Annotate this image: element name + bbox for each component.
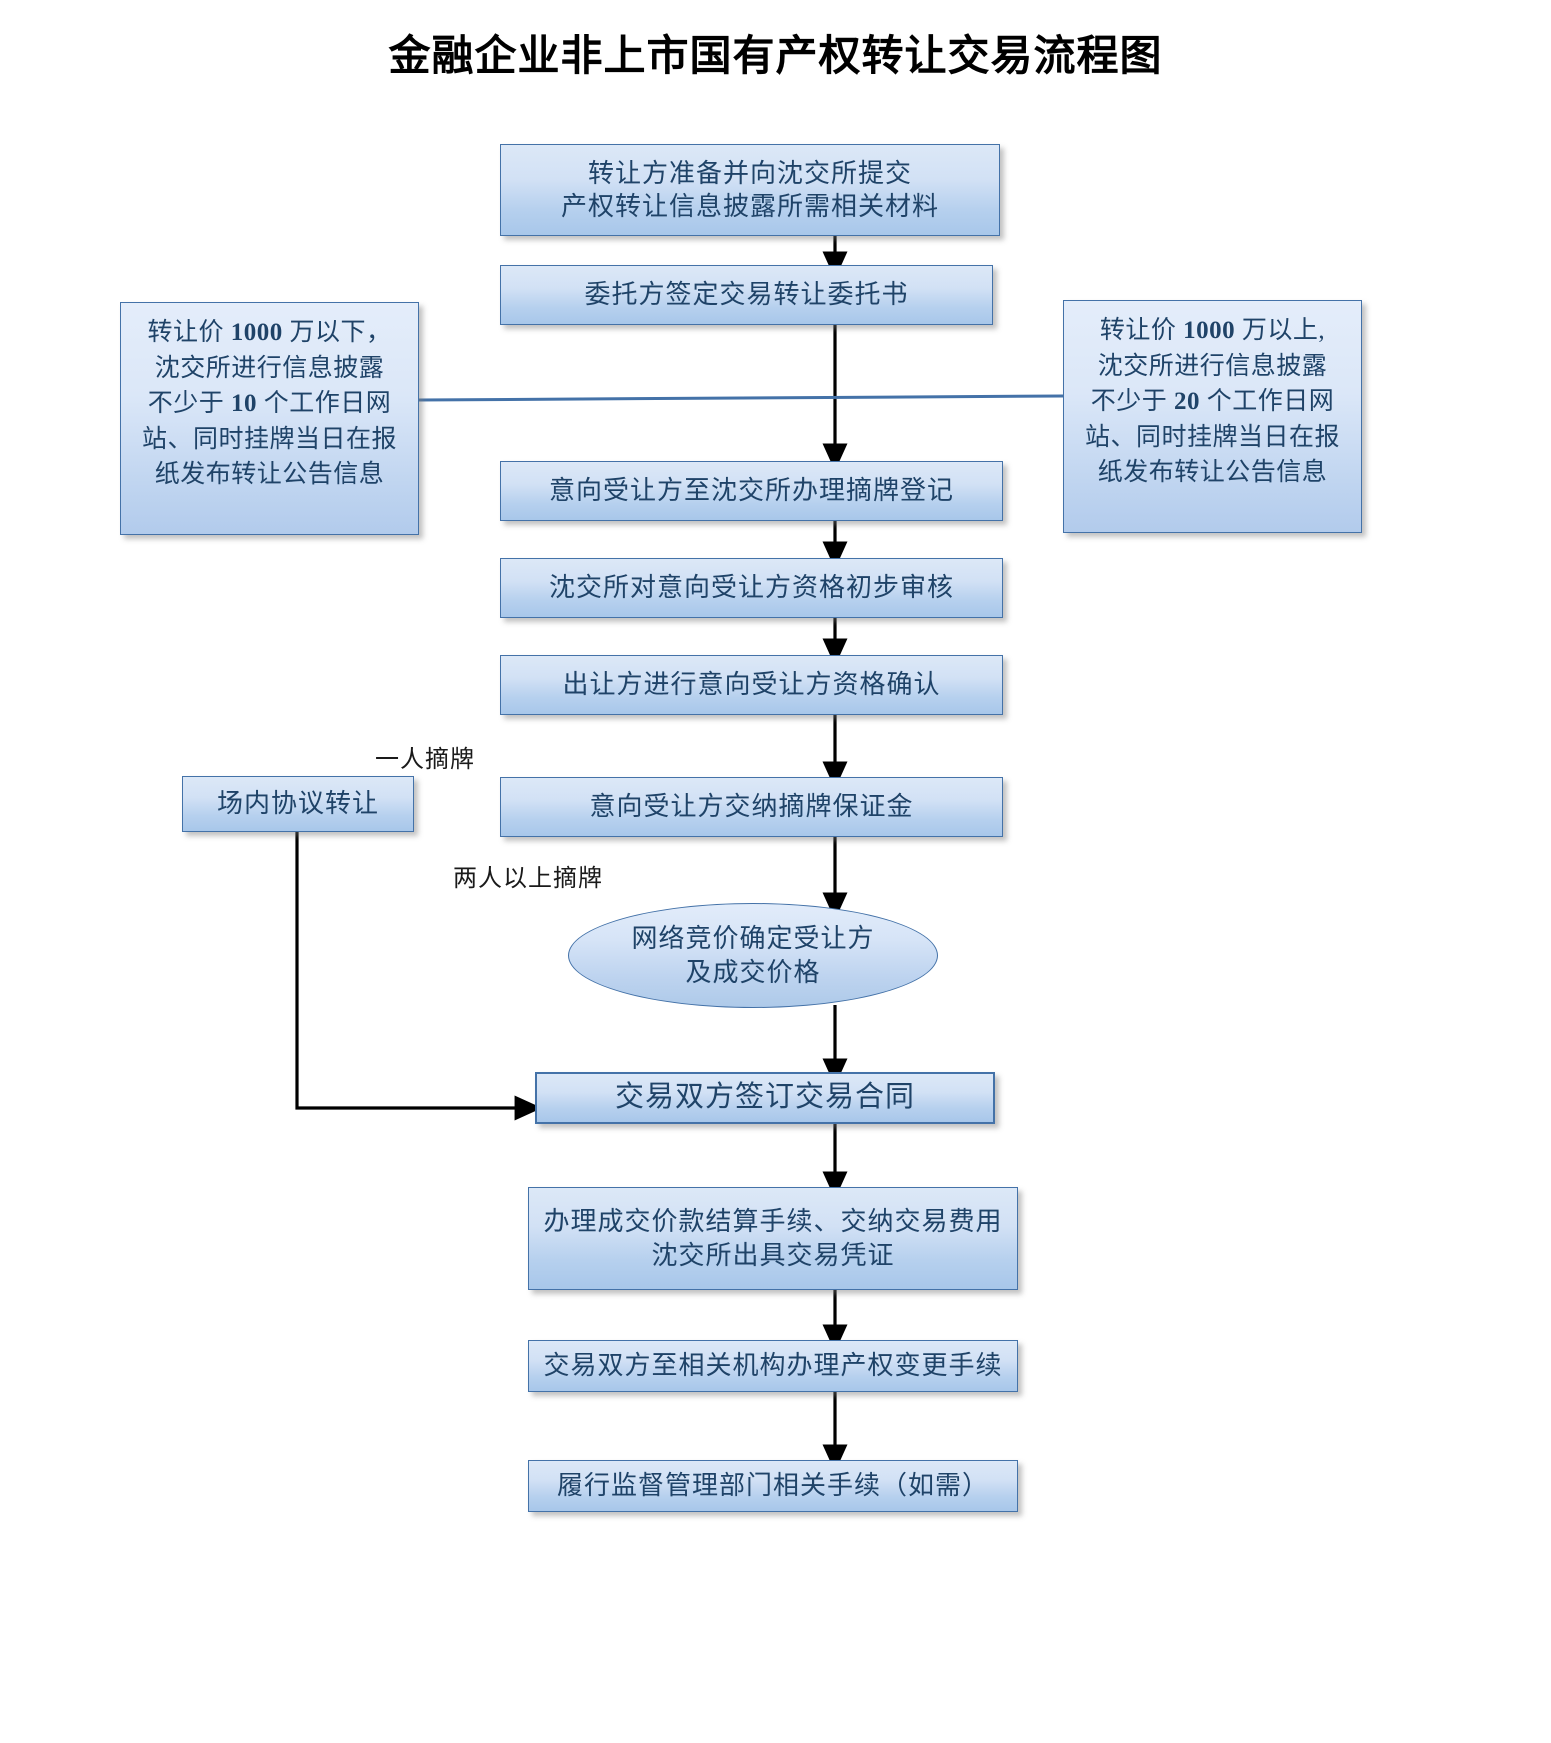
note-text: 个工作日网 bbox=[1200, 388, 1335, 415]
node-line: 网络竞价确定受让方 bbox=[631, 923, 875, 953]
note-line: 不少于 10 个工作日网 bbox=[131, 386, 408, 422]
note-amount: 1000 bbox=[1183, 317, 1236, 344]
note-text: 转让价 bbox=[1099, 317, 1184, 344]
node-line: 出让方进行意向受让方资格确认 bbox=[562, 670, 941, 700]
note-line: 沈交所进行信息披露 bbox=[154, 354, 385, 382]
note-line: 站、同时挂牌当日在报 bbox=[1084, 423, 1340, 451]
node-line: 及成交价格 bbox=[685, 957, 821, 987]
node-delisting-registration[interactable]: 意向受让方至沈交所办理摘牌登记 bbox=[500, 461, 1003, 521]
node-online-bidding-decision[interactable]: 网络竞价确定受让方 及成交价格 bbox=[568, 903, 938, 1008]
node-property-rights-change[interactable]: 交易双方至相关机构办理产权变更手续 bbox=[528, 1340, 1018, 1392]
node-transferor-confirms-qualification[interactable]: 出让方进行意向受让方资格确认 bbox=[500, 655, 1003, 715]
node-line: 委托方签定交易转让委托书 bbox=[584, 280, 909, 310]
node-line: 转让方准备并向沈交所提交 bbox=[587, 158, 912, 188]
node-preliminary-qualification-review[interactable]: 沈交所对意向受让方资格初步审核 bbox=[500, 558, 1003, 618]
node-sign-entrustment[interactable]: 委托方签定交易转让委托书 bbox=[500, 265, 993, 325]
note-text: 不少于 bbox=[147, 390, 231, 417]
note-text: 转让价 bbox=[147, 319, 231, 346]
node-line: 交易双方至相关机构办理产权变更手续 bbox=[543, 1351, 1003, 1381]
note-text: 万以上, bbox=[1235, 317, 1326, 344]
note-connector-line bbox=[418, 394, 1064, 402]
note-disclosure-under-10m[interactable]: 转让价 1000 万以下， 沈交所进行信息披露 不少于 10 个工作日网 站、同… bbox=[120, 302, 419, 535]
note-line: 转让价 1000 万以上, bbox=[1074, 313, 1351, 349]
node-regulatory-procedures[interactable]: 履行监督管理部门相关手续（如需） bbox=[528, 1460, 1018, 1512]
node-line: 沈交所出具交易凭证 bbox=[651, 1240, 895, 1270]
node-onsite-agreement-transfer[interactable]: 场内协议转让 bbox=[182, 776, 414, 832]
page-title: 金融企业非上市国有产权转让交易流程图 bbox=[388, 32, 1163, 79]
node-pay-deposit[interactable]: 意向受让方交纳摘牌保证金 bbox=[500, 777, 1003, 837]
note-amount: 1000 bbox=[230, 319, 283, 346]
label-single-bidder: 一人摘牌 bbox=[375, 747, 475, 773]
node-line: 履行监督管理部门相关手续（如需） bbox=[556, 1471, 989, 1501]
note-days: 10 bbox=[231, 390, 257, 417]
node-submit-materials[interactable]: 转让方准备并向沈交所提交 产权转让信息披露所需相关材料 bbox=[500, 144, 1000, 236]
note-days: 20 bbox=[1174, 388, 1200, 415]
node-settlement-and-certificate[interactable]: 办理成交价款结算手续、交纳交易费用 沈交所出具交易凭证 bbox=[528, 1187, 1018, 1290]
note-line: 转让价 1000 万以下， bbox=[131, 315, 408, 351]
label-multi-bidder: 两人以上摘牌 bbox=[453, 866, 603, 892]
note-line: 不少于 20 个工作日网 bbox=[1074, 384, 1351, 420]
node-line: 场内协议转让 bbox=[216, 789, 379, 819]
node-line: 意向受让方交纳摘牌保证金 bbox=[589, 792, 914, 822]
note-text: 不少于 bbox=[1090, 388, 1174, 415]
note-line: 沈交所进行信息披露 bbox=[1097, 352, 1328, 380]
note-text: 万以下， bbox=[282, 319, 392, 346]
note-text: 个工作日网 bbox=[257, 390, 392, 417]
note-line: 站、同时挂牌当日在报 bbox=[141, 425, 397, 453]
note-line: 纸发布转让公告信息 bbox=[154, 461, 385, 488]
node-line: 产权转让信息披露所需相关材料 bbox=[560, 192, 939, 221]
note-line: 纸发布转让公告信息 bbox=[1097, 459, 1328, 486]
node-sign-trade-contract[interactable]: 交易双方签订交易合同 bbox=[535, 1072, 995, 1124]
node-line: 沈交所对意向受让方资格初步审核 bbox=[548, 573, 954, 603]
node-line: 办理成交价款结算手续、交纳交易费用 bbox=[543, 1207, 1003, 1237]
node-line: 交易双方签订交易合同 bbox=[614, 1081, 915, 1114]
note-disclosure-over-10m[interactable]: 转让价 1000 万以上, 沈交所进行信息披露 不少于 20 个工作日网 站、同… bbox=[1063, 300, 1362, 533]
node-line: 意向受让方至沈交所办理摘牌登记 bbox=[548, 476, 954, 506]
